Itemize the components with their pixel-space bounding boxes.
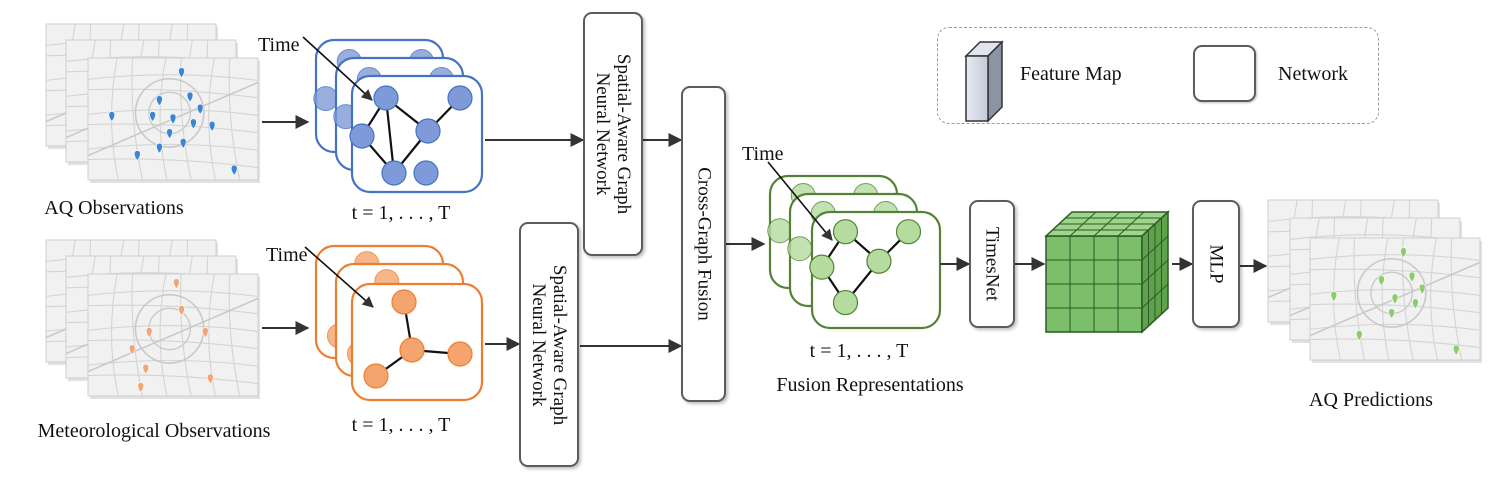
graph-node: [381, 160, 407, 186]
graph-node: [399, 337, 425, 363]
station-marker: [202, 327, 209, 339]
aq-graph-stack: [302, 36, 484, 194]
map-card: [87, 273, 260, 399]
graph-frame: [350, 282, 484, 402]
station-marker: [1356, 330, 1363, 342]
station-marker: [1418, 283, 1426, 295]
graph-node: [391, 289, 417, 315]
graph-node: [832, 219, 859, 245]
station-marker: [186, 91, 194, 103]
station-marker: [1408, 271, 1416, 283]
graph-node: [349, 123, 375, 149]
station-marker: [207, 373, 214, 385]
mlp-module: MLP: [1192, 200, 1240, 328]
station-marker: [166, 128, 173, 140]
map-card: [1309, 237, 1482, 363]
station-marker: [1330, 291, 1338, 303]
station-marker: [173, 278, 180, 290]
met-graph-stack: [304, 244, 484, 402]
sagnn-bottom-line1: Spatial-Aware Graph: [549, 264, 570, 425]
station-marker: [142, 363, 150, 375]
aq-observations-label: AQ Observations: [44, 197, 184, 219]
station-marker: [190, 118, 197, 130]
station-marker: [1452, 344, 1460, 356]
time-arrow: [302, 36, 373, 101]
station-marker: [145, 327, 153, 339]
station-marker: [1400, 247, 1407, 259]
station-marker: [149, 111, 156, 123]
aq-time-label: Time: [258, 34, 300, 56]
station-marker: [1378, 275, 1385, 287]
aq-observation-maps: [45, 23, 260, 183]
station-marker: [179, 138, 187, 149]
graph-node: [415, 118, 441, 144]
graph-node: [866, 248, 892, 274]
fusion-graph-stack: [767, 161, 942, 330]
station-marker: [196, 103, 204, 115]
met-time-label: Time: [266, 244, 308, 266]
aq-prediction-maps: [1267, 199, 1482, 363]
timesnet-module: TimesNet: [969, 200, 1015, 328]
graph-node: [447, 341, 473, 367]
graph-node: [895, 219, 922, 245]
station-marker: [208, 121, 216, 132]
station-marker: [137, 382, 144, 393]
flow-arrows: [262, 115, 1268, 353]
station-marker: [1391, 293, 1399, 305]
graph-node: [832, 289, 859, 316]
graph-node: [809, 254, 835, 280]
sagnn-top-line1: Spatial-Aware Graph: [613, 53, 634, 215]
time-arrow: [767, 161, 833, 241]
station-marker: [134, 150, 141, 162]
station-marker: [128, 344, 136, 356]
cross-graph-fusion-module: Cross-Graph Fusion: [681, 86, 726, 402]
graph-frame: [349, 74, 484, 194]
sagnn-top-line2: Neural Network: [592, 72, 613, 196]
map-card: [87, 57, 260, 183]
station-marker: [156, 142, 163, 154]
station-marker: [1412, 298, 1419, 310]
met-time-range: t = 1, . . . , T: [351, 414, 451, 436]
station-marker: [230, 164, 238, 176]
met-observations-label: Meteorological Observations: [37, 420, 271, 442]
station-marker: [178, 305, 185, 317]
met-observation-maps: [45, 239, 260, 399]
graph-node: [373, 85, 399, 111]
aq-predictions-label: AQ Predictions: [1309, 389, 1433, 411]
legend-network-swatch: [1193, 45, 1256, 102]
fusion-time-label: Time: [742, 143, 784, 165]
station-marker: [169, 113, 177, 125]
feature-map-icon: [964, 40, 1004, 123]
station-marker: [108, 111, 116, 123]
graph-node: [447, 85, 473, 111]
fusion-time-range: t = 1, . . . , T: [809, 340, 909, 362]
legend-network-label: Network: [1278, 63, 1348, 85]
graph-node: [363, 363, 389, 389]
graph-frame: [809, 210, 942, 330]
legend-feature-map-label: Feature Map: [1020, 63, 1122, 85]
station-marker: [1388, 308, 1395, 320]
time-arrow: [304, 246, 374, 308]
cross-graph-fusion-text: Cross-Graph Fusion: [693, 167, 714, 321]
fusion-representations-label: Fusion Representations: [776, 374, 964, 396]
station-marker: [156, 95, 163, 107]
sagnn-bottom-line2: Neural Network: [528, 283, 549, 406]
mlp-text: MLP: [1205, 244, 1227, 284]
station-marker: [178, 67, 185, 79]
legend: Feature Map Network: [937, 27, 1379, 124]
aq-time-range: t = 1, . . . , T: [351, 202, 451, 224]
feature-cube: [1044, 210, 1170, 334]
graph-node: [413, 160, 439, 186]
timesnet-text: TimesNet: [981, 226, 1003, 302]
